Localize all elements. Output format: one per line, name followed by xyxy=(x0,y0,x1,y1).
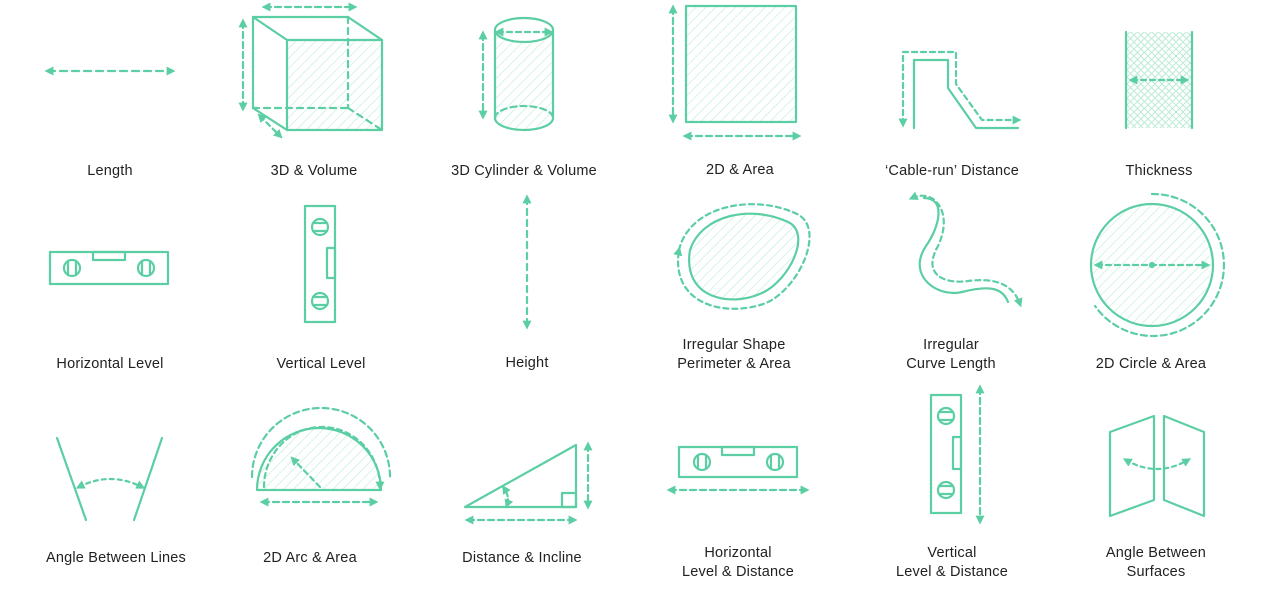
label-line: Vertical xyxy=(927,545,977,561)
label-line: Perimeter & Area xyxy=(677,356,791,372)
label-angle-lines: Angle Between Lines xyxy=(16,549,216,568)
label-line: 3D Cylinder & Volume xyxy=(451,163,597,179)
label-line: Horizontal xyxy=(704,545,772,561)
label-2d-area: 2D & Area xyxy=(640,161,840,180)
label-3d-cylinder: 3D Cylinder & Volume xyxy=(424,162,624,181)
thickness-icon xyxy=(1124,30,1194,130)
label-line: Horizontal Level xyxy=(56,356,164,372)
label-line: Level & Distance xyxy=(895,564,1008,580)
label-line: 3D & Volume xyxy=(270,163,358,179)
label-line: Level & Distance xyxy=(681,564,794,580)
cylinder-volume-icon xyxy=(478,16,555,132)
label-line: Thickness xyxy=(1125,163,1193,179)
label-line: Distance & Incline xyxy=(462,550,582,566)
angle-surfaces-icon xyxy=(1108,414,1206,518)
horizontal-level-icon xyxy=(48,250,170,286)
label-length: Length xyxy=(10,162,210,181)
label-line: Surfaces xyxy=(1126,564,1186,580)
irregular-shape-icon xyxy=(678,203,811,310)
angle-lines-icon xyxy=(55,436,164,522)
label-3d-volume: 3D & Volume xyxy=(214,162,414,181)
label-distance-incline: Distance & Incline xyxy=(422,549,622,568)
label-line: 2D & Area xyxy=(706,162,774,178)
label-line: 2D Arc & Area xyxy=(263,550,357,566)
label-horizontal-level: Horizontal Level xyxy=(10,355,210,374)
label-height: Height xyxy=(427,354,627,373)
label-line: Irregular Shape xyxy=(682,337,786,353)
label-line: Angle Between xyxy=(1105,545,1207,561)
rectangle-area-icon xyxy=(668,4,802,141)
label-thickness: Thickness xyxy=(1059,162,1259,181)
label-line: Irregular xyxy=(923,337,979,353)
label-vertical-level: Vertical Level xyxy=(221,355,421,374)
incline-icon xyxy=(463,441,593,525)
label-line: Angle Between Lines xyxy=(45,550,187,566)
vertical-level-distance-icon xyxy=(929,384,985,525)
arc-area-icon xyxy=(250,406,392,507)
label-2d-arc: 2D Arc & Area xyxy=(210,549,410,568)
label-line: Curve Length xyxy=(906,356,996,372)
cable-run-icon xyxy=(898,50,1022,130)
cube-volume-icon xyxy=(238,2,384,139)
circle-area-icon xyxy=(1089,192,1226,338)
label-line: Height xyxy=(505,355,549,371)
label-line: Length xyxy=(87,163,133,179)
horizontal-level-distance-icon xyxy=(666,445,810,495)
label-line: Vertical Level xyxy=(276,356,366,372)
label-cable-run: ‘Cable-run’ Distance xyxy=(852,162,1052,181)
irregular-curve-icon xyxy=(908,191,1023,308)
label-line: ‘Cable-run’ Distance xyxy=(884,163,1020,179)
vertical-level-icon xyxy=(303,204,337,324)
label-line: 2D Circle & Area xyxy=(1095,356,1207,372)
label-2d-circle: 2D Circle & Area xyxy=(1051,355,1251,374)
